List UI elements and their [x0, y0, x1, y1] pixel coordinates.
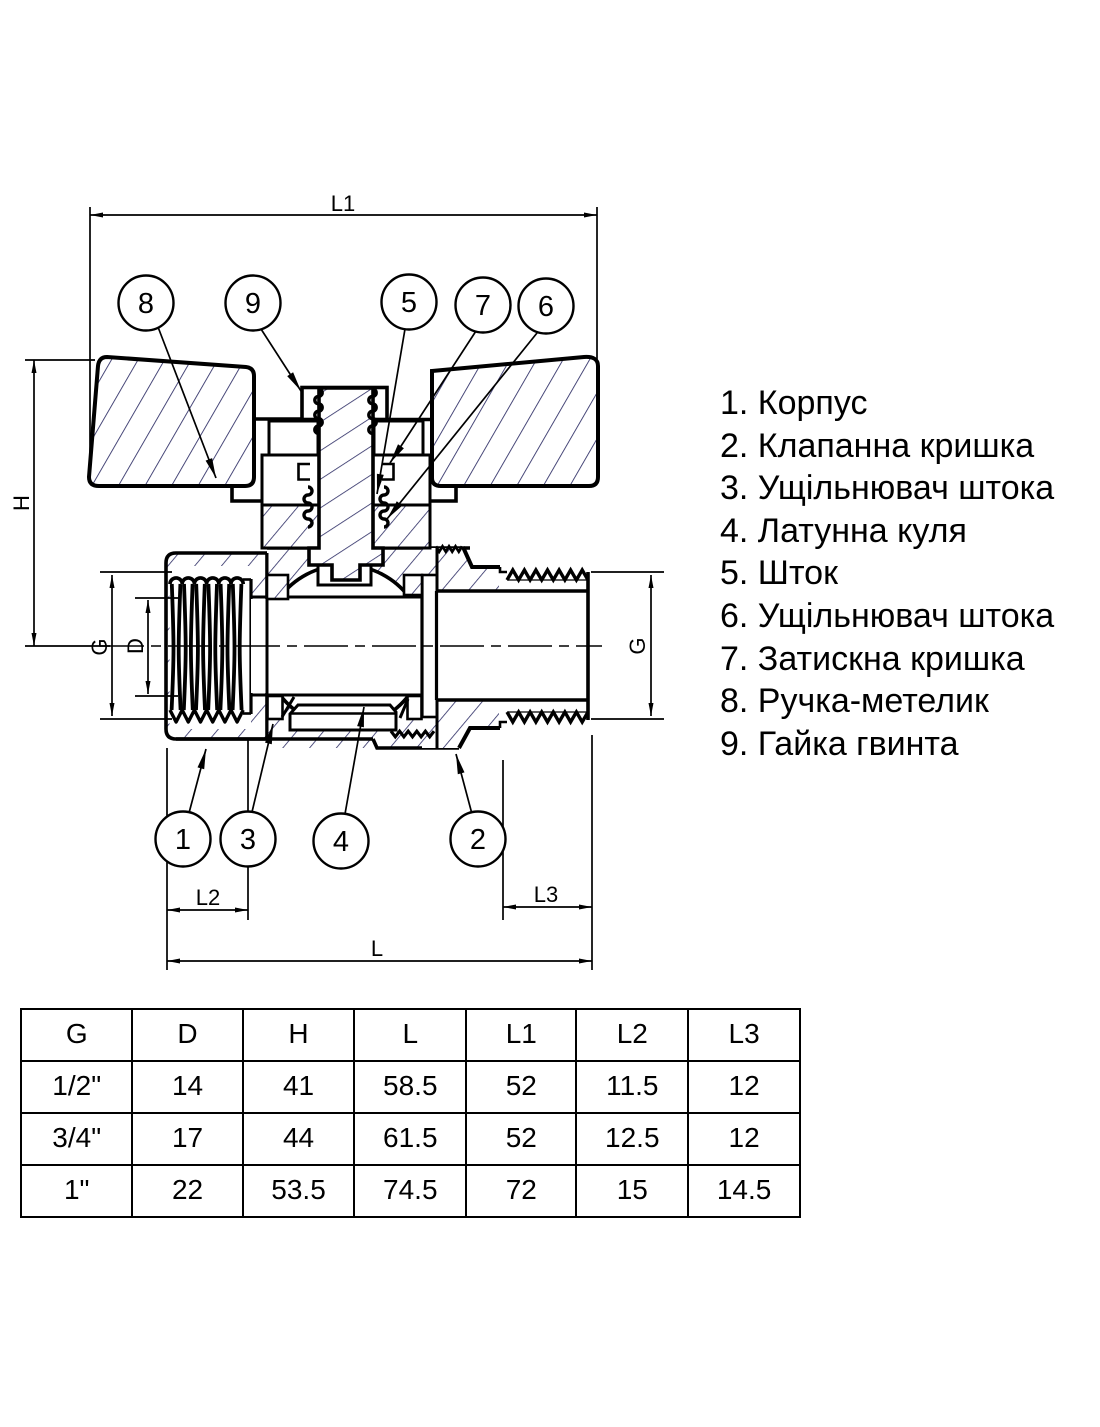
svg-text:7: 7: [475, 290, 491, 322]
svg-text:9: 9: [245, 288, 261, 320]
svg-text:L3: L3: [534, 882, 558, 907]
svg-text:4: 4: [333, 826, 349, 858]
svg-text:2: 2: [470, 824, 486, 856]
svg-text:L2: L2: [196, 885, 220, 910]
svg-text:G: G: [87, 638, 112, 655]
svg-text:H: H: [9, 495, 34, 511]
svg-text:3: 3: [240, 824, 256, 856]
svg-text:G: G: [625, 637, 650, 654]
svg-text:L: L: [371, 936, 383, 961]
svg-text:1: 1: [175, 824, 191, 856]
svg-text:6: 6: [538, 291, 554, 323]
svg-text:L1: L1: [331, 191, 355, 216]
svg-text:5: 5: [401, 287, 417, 319]
svg-text:8: 8: [138, 288, 154, 320]
